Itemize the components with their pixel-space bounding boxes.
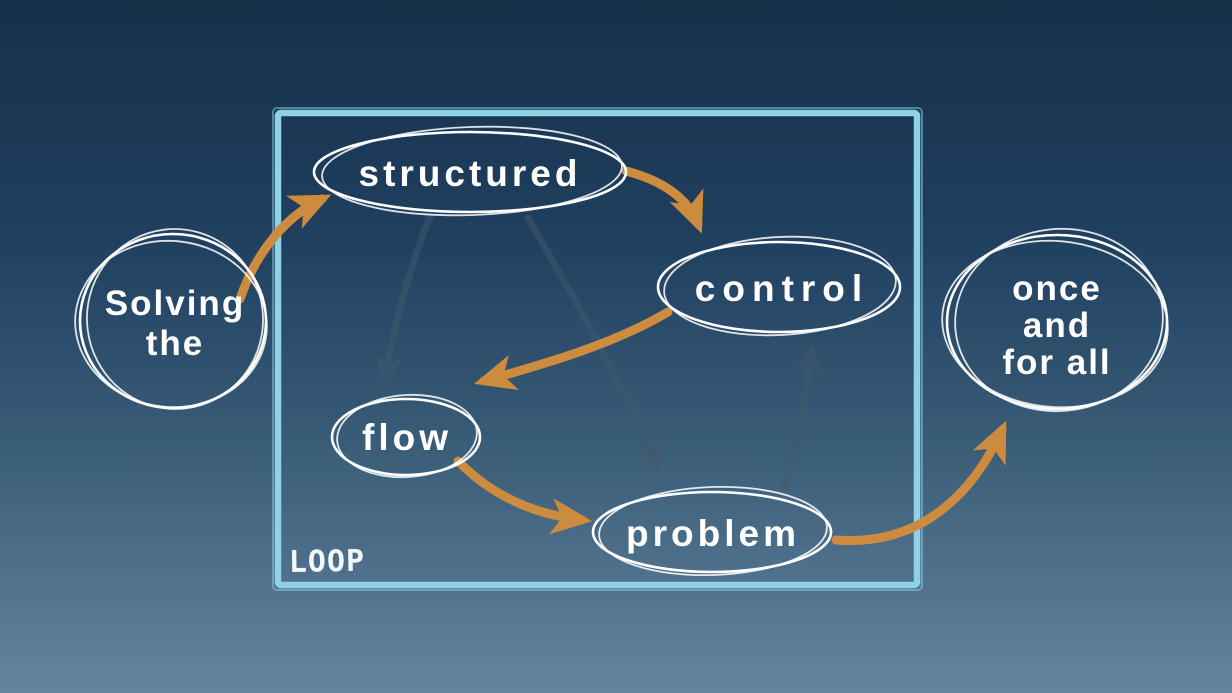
arrow-control-to-flow <box>474 307 673 391</box>
node-control-outline <box>656 240 902 334</box>
node-once-label-line1: once <box>1012 269 1102 308</box>
node-solving-outline-echo <box>86 228 264 410</box>
node-problem-outline <box>591 490 833 574</box>
node-control: control <box>656 235 902 337</box>
arrow-flow-to-problem <box>453 456 593 535</box>
loop-box-border-echo <box>272 107 923 591</box>
arrow-solving-to-structured <box>235 194 332 304</box>
node-once-label-line3: for all <box>1002 343 1111 382</box>
arrow-problem-to-control <box>781 342 824 492</box>
loop-box-label: LOOP <box>289 544 366 580</box>
node-structured-outline-echo <box>321 125 623 217</box>
primary-arrows <box>235 166 1007 546</box>
node-structured-label: structured <box>359 153 582 194</box>
node-flow-outline-echo <box>336 393 478 479</box>
arrow-structured-to-flow <box>374 212 434 388</box>
node-structured-outline <box>312 130 628 214</box>
node-solving-label-line1: Solving <box>105 284 245 323</box>
node-flow-label: flow <box>362 417 452 458</box>
loop-box: LOOP <box>272 107 923 591</box>
node-control-label: control <box>695 268 869 309</box>
node-problem-outline-echo <box>598 485 828 577</box>
node-structured: structured <box>312 125 628 217</box>
node-once-outline-echo <box>954 227 1164 413</box>
node-solving-label-line2: the <box>146 324 205 363</box>
node-once-outline-echo2 <box>941 239 1169 409</box>
node-flow-outline <box>330 397 482 477</box>
node-control-outline-echo <box>663 235 897 337</box>
arrow-structured-to-control <box>621 166 704 234</box>
node-once: once and for all <box>941 227 1169 413</box>
node-problem: problem <box>591 485 833 577</box>
node-once-label-line2: and <box>1023 306 1091 345</box>
arrow-problem-to-once <box>831 420 1007 546</box>
loop-box-border <box>274 109 921 589</box>
node-problem-label: problem <box>626 513 800 554</box>
node-solving: Solving the <box>74 228 268 410</box>
node-flow: flow <box>330 393 482 479</box>
node-solving-outline-echo2 <box>74 239 268 409</box>
